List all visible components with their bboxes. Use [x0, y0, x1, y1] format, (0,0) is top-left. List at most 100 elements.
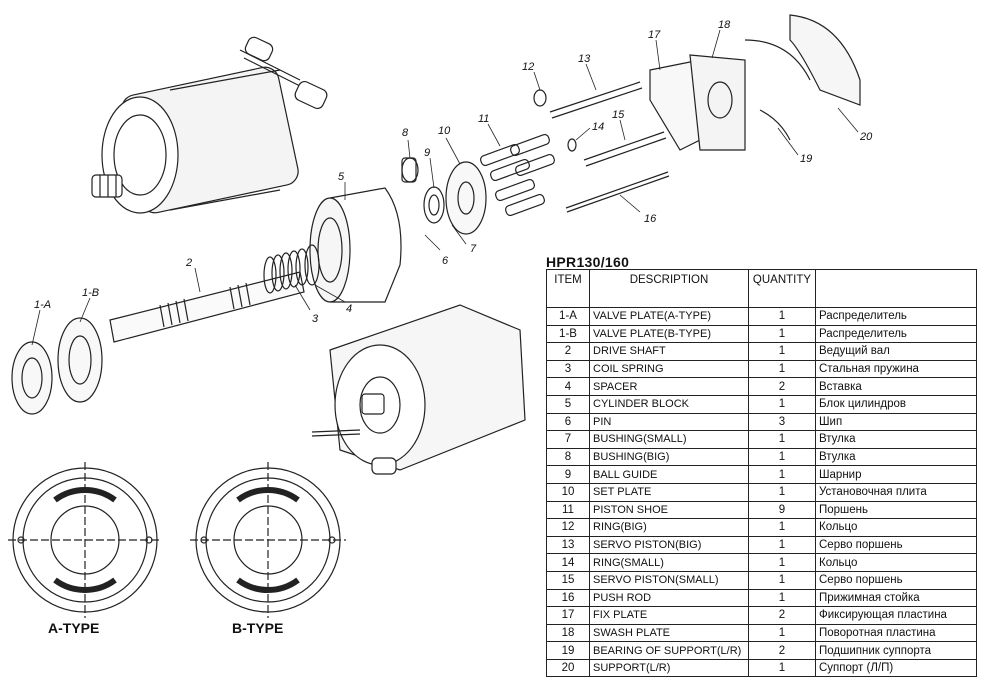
cell-russian: Прижимная стойка: [815, 588, 977, 608]
cell-description: BEARING OF SUPPORT(L/R): [589, 641, 749, 660]
callout-15: 15: [612, 109, 625, 121]
cell-quantity: 1: [748, 447, 816, 467]
servo-piston-small: [583, 131, 667, 167]
cell-item: 1-B: [546, 324, 590, 344]
cell-russian: Распределитель: [815, 307, 977, 326]
callout-14: 14: [592, 121, 604, 133]
cell-quantity: 1: [748, 623, 816, 643]
callout-5: 5: [338, 171, 345, 183]
cell-russian: Кольцо: [815, 518, 977, 537]
b-type-plate: [190, 462, 346, 618]
cell-quantity: 1: [748, 588, 816, 608]
ball-guide: [423, 186, 445, 224]
cell-item: 14: [546, 553, 590, 572]
bearing-of-support: [744, 39, 811, 141]
cell-russian: Шип: [815, 412, 977, 432]
cell-russian: Кольцо: [815, 553, 977, 572]
cell-item: 11: [546, 500, 590, 520]
cell-quantity: 1: [748, 553, 816, 572]
callout-7: 7: [470, 243, 477, 255]
swash-plate: [689, 54, 746, 151]
cell-quantity: 1: [748, 570, 816, 590]
cell-russian: Серво поршень: [815, 535, 977, 555]
valve-plate-1b: [57, 317, 103, 403]
cell-description: VALVE PLATE(A-TYPE): [589, 307, 749, 326]
cell-item: 4: [546, 377, 590, 396]
cell-quantity: 1: [748, 430, 816, 449]
a-type-plate: [8, 462, 162, 618]
cell-russian: Серво поршень: [815, 570, 977, 590]
cell-quantity: 1: [748, 518, 816, 537]
cell-russian: Шарнир: [815, 465, 977, 484]
callout-10: 10: [438, 125, 451, 137]
cell-description: PIN: [589, 412, 749, 432]
callout-17: 17: [648, 29, 661, 41]
callout-4: 4: [346, 303, 352, 315]
cell-item: 3: [546, 359, 590, 379]
cell-item: 5: [546, 394, 590, 414]
cell-russian: Распределитель: [815, 324, 977, 344]
cell-quantity: 1: [748, 359, 816, 379]
callout-16: 16: [644, 213, 657, 225]
cell-item: 6: [546, 412, 590, 432]
cell-description: COIL SPRING: [589, 359, 749, 379]
callout-leaders: [31, 29, 859, 346]
header-item: ITEM: [546, 269, 590, 308]
coil-spring: [263, 244, 320, 294]
cell-description: RING(SMALL): [589, 553, 749, 572]
ring-small: [567, 138, 577, 152]
table-title: HPR130/160: [546, 254, 630, 270]
cell-description: SPACER: [589, 377, 749, 396]
cell-description: BUSHING(SMALL): [589, 430, 749, 449]
servo-piston-big: [549, 81, 643, 119]
cylinder-block: [309, 187, 402, 303]
cell-item: 7: [546, 430, 590, 449]
callout-2: 2: [185, 257, 192, 269]
cell-quantity: 9: [748, 500, 816, 520]
cell-quantity: 1: [748, 535, 816, 555]
cell-quantity: 1: [748, 394, 816, 414]
valve-plate-1a: [11, 341, 53, 415]
cell-description: PUSH ROD: [589, 588, 749, 608]
cell-quantity: 2: [748, 606, 816, 625]
cell-quantity: 1: [748, 307, 816, 326]
header-quantity: QUANTITY: [748, 269, 816, 308]
cell-item: 10: [546, 482, 590, 502]
cell-item: 15: [546, 570, 590, 590]
set-plate: [445, 161, 487, 235]
cell-description: BUSHING(BIG): [589, 447, 749, 467]
cell-description: VALVE PLATE(B-TYPE): [589, 324, 749, 344]
cell-quantity: 2: [748, 377, 816, 396]
cell-description: SUPPORT(L/R): [589, 658, 749, 678]
cell-quantity: 1: [748, 465, 816, 484]
cell-russian: Фиксирующая пластина: [815, 606, 977, 625]
header-description: DESCRIPTION: [589, 269, 749, 308]
callout-1-b: 1-B: [82, 287, 99, 299]
cell-item: 2: [546, 342, 590, 361]
callout-18: 18: [718, 19, 731, 31]
callout-19: 19: [800, 153, 812, 165]
cell-russian: Вставка: [815, 377, 977, 396]
cell-russian: Втулка: [815, 447, 977, 467]
assembled-pump-middle: [311, 304, 526, 475]
cell-russian: Поворотная пластина: [815, 623, 977, 643]
cell-item: 1-A: [546, 307, 590, 326]
drive-shaft: [109, 271, 305, 343]
cell-quantity: 2: [748, 641, 816, 660]
cell-description: CYLINDER BLOCK: [589, 394, 749, 414]
cell-item: 18: [546, 623, 590, 643]
